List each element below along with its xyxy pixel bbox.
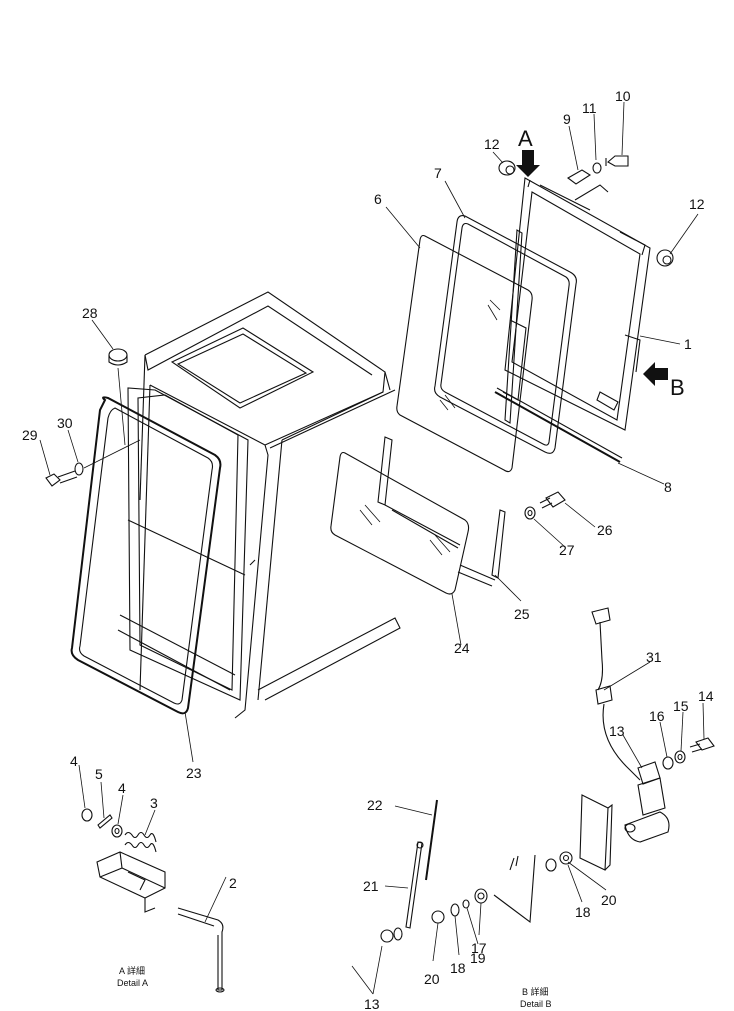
- bolt-29: [45, 470, 78, 487]
- callout-13b: 13: [364, 996, 380, 1011]
- plate-9: [567, 169, 592, 185]
- window-frame-1: [504, 177, 651, 431]
- seal-28: [108, 348, 128, 446]
- callout-20a: 20: [601, 892, 617, 908]
- callout-6: 6: [374, 191, 382, 207]
- gasket-23: [70, 396, 222, 715]
- link-lever: [493, 854, 536, 924]
- callout-4a: 4: [70, 753, 78, 769]
- callout-30: 30: [57, 415, 73, 431]
- detail-a-assembly: [96, 831, 225, 993]
- bolt-10: [605, 155, 629, 167]
- view-arrow-b: B: [643, 362, 685, 400]
- callout-23: 23: [186, 765, 202, 781]
- glass-6: [396, 234, 533, 473]
- gasket-7: [434, 215, 577, 454]
- cap-12-left: [498, 160, 516, 176]
- callout-3: 3: [150, 795, 158, 811]
- callout-29: 29: [22, 427, 38, 443]
- lower-glass-24: [330, 451, 470, 595]
- callout-24: 24: [454, 640, 470, 656]
- detail-a-caption-ja: A 詳細: [119, 965, 145, 976]
- cab-body: [117, 291, 401, 719]
- callout-26: 26: [597, 522, 613, 538]
- rod-8: [494, 387, 623, 463]
- callout-13a: 13: [609, 723, 625, 739]
- callout-27: 27: [559, 542, 575, 558]
- bracket-plate: [579, 794, 613, 871]
- detail-b-caption-ja: B 詳細: [522, 986, 549, 997]
- callout-4b: 4: [118, 780, 126, 796]
- callout-28: 28: [82, 305, 98, 321]
- detail-b-hardware: [380, 851, 573, 943]
- callout-12a: 12: [484, 136, 500, 152]
- bolt-14: [689, 737, 715, 753]
- callout-2: 2: [229, 875, 237, 891]
- washer-16: [662, 756, 674, 770]
- motor-13: [624, 761, 670, 843]
- callout-18a: 18: [575, 904, 591, 920]
- callout-22: 22: [367, 797, 383, 813]
- callout-labels: 1 2 3 4 5 4 6 7 8 9 10 11 12 12 13 14 15…: [22, 88, 714, 1011]
- callout-9: 9: [563, 111, 571, 127]
- callout-19: 19: [470, 950, 486, 966]
- callout-25: 25: [514, 606, 530, 622]
- leader-lines: [39, 101, 705, 995]
- detail-b-caption-en: Detail B: [520, 999, 552, 1009]
- callout-5: 5: [95, 766, 103, 782]
- callout-15: 15: [673, 698, 689, 714]
- callout-16: 16: [649, 708, 665, 724]
- rail-assembly: [502, 229, 527, 424]
- rod-22: [425, 799, 438, 881]
- callout-11: 11: [582, 100, 597, 116]
- washer-30: [74, 439, 141, 476]
- callout-10: 10: [615, 88, 631, 104]
- washer-4-left: [81, 808, 93, 822]
- captions: A 詳細 Detail A B 詳細 Detail B: [117, 965, 552, 1009]
- callout-8: 8: [664, 479, 672, 495]
- callout-20b: 20: [424, 971, 440, 987]
- channel-25: [377, 436, 506, 587]
- callout-31: 31: [646, 649, 662, 665]
- callout-18b: 18: [450, 960, 466, 976]
- callout-17: 17: [471, 940, 487, 956]
- view-marker-b: B: [670, 375, 685, 400]
- washer-15: [674, 750, 686, 764]
- callout-12b: 12: [689, 196, 705, 212]
- view-arrow-a: A: [516, 126, 540, 177]
- detail-a-caption-en: Detail A: [117, 978, 148, 988]
- pin-5: [97, 814, 113, 829]
- callout-7: 7: [434, 165, 442, 181]
- washer-4-right: [111, 824, 123, 838]
- harness-31: [591, 607, 641, 781]
- callout-14: 14: [698, 688, 714, 704]
- cap-12-right: [656, 249, 674, 267]
- callout-1: 1: [684, 336, 692, 352]
- callout-21: 21: [363, 878, 379, 894]
- washer-27: [524, 506, 536, 520]
- link-21: [405, 841, 424, 929]
- bolt-26: [539, 491, 566, 509]
- view-marker-a: A: [518, 126, 533, 151]
- washer-11: [592, 162, 602, 174]
